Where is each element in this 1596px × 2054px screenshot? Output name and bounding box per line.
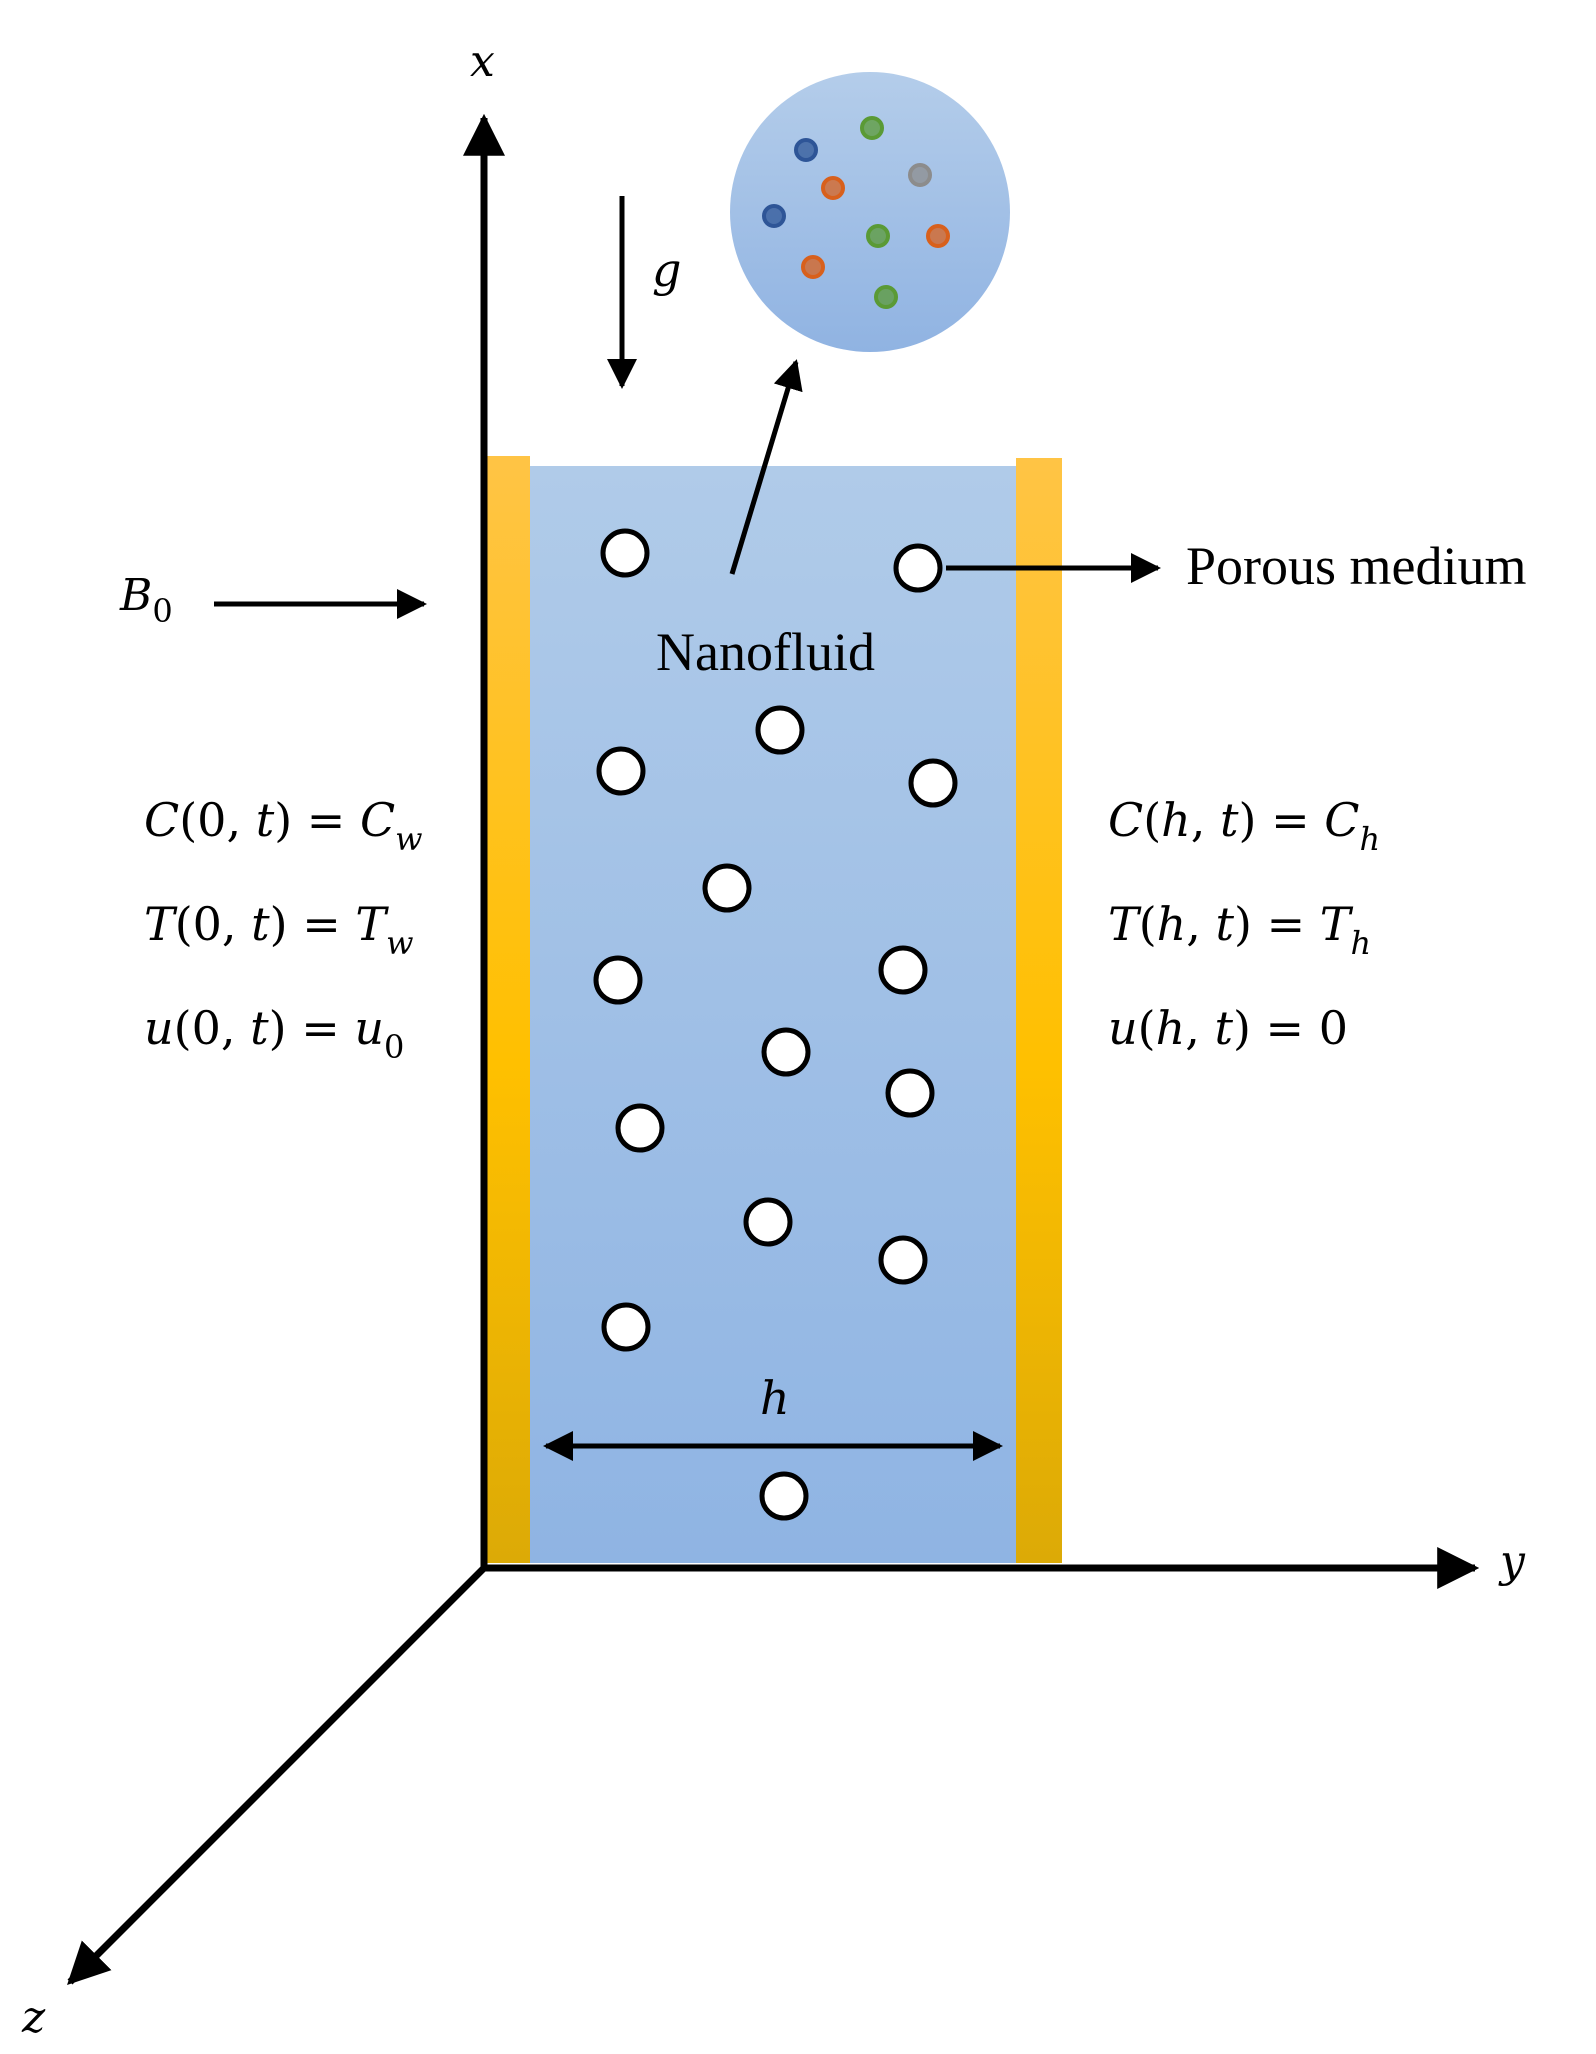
pore [601, 1302, 651, 1352]
width-label: h [760, 1371, 790, 1425]
pore [615, 1103, 665, 1153]
pore [759, 1471, 809, 1521]
porous-medium-label: Porous medium [1186, 536, 1527, 596]
nanoparticle [874, 285, 898, 309]
pore [878, 1235, 928, 1285]
nanoparticle [821, 176, 845, 200]
pore [596, 746, 646, 796]
right-boundary-conditions: C(h, t) = Ch T(h, t) = Th u(h, t) = 0 [1108, 793, 1380, 1055]
z-axis-label: z [21, 1992, 46, 2043]
zoom-arrow [729, 359, 803, 575]
nanofluid-region [530, 466, 1016, 1563]
pore [755, 705, 805, 755]
right-wall [1016, 458, 1062, 1563]
pore [761, 1027, 811, 1077]
pore [878, 945, 928, 995]
nanoparticle [866, 224, 890, 248]
nanoparticle [762, 204, 786, 228]
pore [600, 528, 650, 578]
pore [702, 863, 752, 913]
y-axis-label: y [1498, 1536, 1526, 1587]
pore [593, 955, 643, 1005]
nanoparticle [926, 224, 950, 248]
nanofluid-label: Nanofluid [656, 622, 875, 682]
pore [893, 543, 943, 593]
right-bc-equation: T(h, t) = Th [1108, 897, 1371, 962]
left-bc-equation: T(0, t) = Tw [144, 897, 414, 962]
right-bc-equation: u(h, t) = 0 [1108, 1001, 1348, 1055]
nanoparticles [762, 116, 950, 309]
nanoparticle [794, 138, 818, 162]
left-wall [486, 456, 530, 1563]
nanoparticle [801, 255, 825, 279]
nanoparticle [860, 116, 884, 140]
magnetic-field-label: B0 [119, 570, 173, 630]
gravity-label: g [652, 243, 681, 297]
porous-pores [593, 528, 958, 1521]
nanoparticle [908, 163, 932, 187]
pore [908, 758, 958, 808]
z-axis [67, 1565, 487, 1985]
left-bc-equation: C(0, t) = Cw [144, 793, 423, 858]
right-bc-equation: C(h, t) = Ch [1108, 793, 1380, 858]
pore [743, 1197, 793, 1247]
pore [885, 1068, 935, 1118]
left-boundary-conditions: C(0, t) = Cw T(0, t) = Tw u(0, t) = u0 [144, 793, 423, 1066]
left-bc-equation: u(0, t) = u0 [144, 1001, 404, 1066]
x-axis-label: x [470, 36, 495, 87]
